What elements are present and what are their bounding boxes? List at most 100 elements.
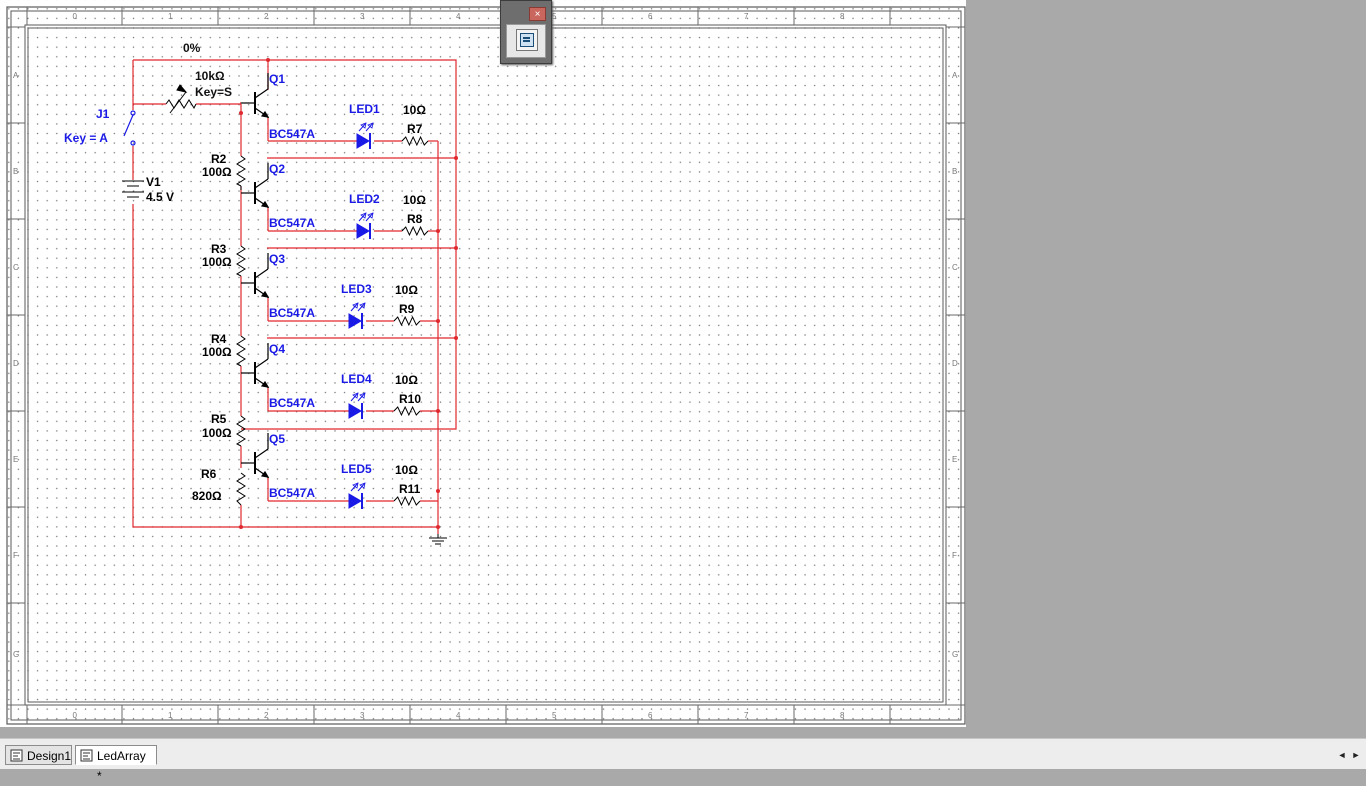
resistor-ref: R11 [399,482,421,496]
ruler-col-bottom: 1 [168,711,173,720]
toolbar-window-button[interactable] [516,29,538,51]
ruler-col-top: 7 [744,12,749,21]
bias-resistor-ref: R6 [201,467,217,481]
transistor-ref: Q4 [269,342,285,356]
ruler-row-right: G [952,650,958,659]
schematic-doc-icon [80,749,93,762]
battery-value: 4.5 V [146,190,174,204]
ruler-row-left: G [13,650,19,659]
resistor-symbol [393,315,421,327]
ruler-row-right: A [952,71,958,80]
switch-key: Key = A [64,131,108,145]
npn-transistor-symbol [241,253,270,298]
transistor-symbols [241,73,270,478]
toolbar-close-button[interactable]: × [529,7,546,21]
transistor-model: BC547A [269,486,315,500]
resistor-symbol [401,225,429,237]
ruler-row-left: E [13,455,18,464]
switch-ref: J1 [96,107,110,121]
ruler-col-bottom: 0 [73,711,78,720]
ruler-col-bottom: 7 [744,711,749,720]
potentiometer-value: 10kΩ [195,69,225,83]
transistor-model: BC547A [269,127,315,141]
floating-toolbar[interactable]: × [500,0,552,64]
tab-ledarray[interactable]: LedArray * [75,745,157,783]
battery-ref: V1 [146,175,161,189]
resistor-value: 10Ω [395,283,418,297]
ruler-row-left: C [13,263,19,272]
ruler-row-right: B [952,167,957,176]
ruler-row-left: F [13,551,18,560]
ruler-row-left: D [13,359,19,368]
led-ref: LED1 [349,102,380,116]
ruler-col-top: 3 [360,12,365,21]
schematic-doc-icon [10,749,23,762]
circuit: 0% 10kΩ Key=S J1 Key = A V1 4.5 V Q1BC54… [64,41,458,545]
npn-transistor-symbol [241,163,270,208]
resistor-symbol [401,135,429,147]
bias-resistor-value: 100Ω [202,165,232,179]
ruler-row-left: B [13,167,18,176]
bias-resistor-ref: R3 [211,242,227,256]
ruler-col-bottom: 8 [840,711,845,720]
ground-symbol [429,534,447,545]
potentiometer-key: Key=S [195,85,232,99]
bias-resistor-value: 820Ω [192,489,222,503]
led-ref: LED3 [341,282,372,296]
toolbar-body [506,24,546,58]
resistor-value: 10Ω [403,103,426,117]
bias-resistor-value: 100Ω [202,345,232,359]
led-symbol [356,122,374,149]
ruler-col-bottom: 6 [648,711,653,720]
ruler-row-right: F [952,551,957,560]
led-symbol [348,482,366,509]
resistor-symbol [393,495,421,507]
transistor-model: BC547A [269,306,315,320]
bias-resistor-value: 100Ω [202,255,232,269]
resistor-ref: R10 [399,392,421,406]
ruler-col-top: 8 [840,12,845,21]
resistor-value: 10Ω [395,463,418,477]
npn-transistor-symbol [241,73,270,118]
switch-j1-symbol[interactable] [123,110,136,146]
bias-resistor-value: 100Ω [202,426,232,440]
transistor-ref: Q1 [269,72,285,86]
resistor-ref: R9 [399,302,415,316]
component-labels: Q1BC547AQ2BC547AQ3BC547AQ4BC547AQ5BC547A… [192,72,426,503]
transistor-model: BC547A [269,216,315,230]
ruler-col-bottom: 2 [264,711,269,720]
potentiometer-symbol [165,84,197,114]
junction-dots [239,58,458,529]
bias-resistor-symbols [235,155,246,506]
ruler-col-bottom: 3 [360,711,365,720]
resistor-value: 10Ω [395,373,418,387]
transistor-ref: Q5 [269,432,285,446]
transistor-ref: Q3 [269,252,285,266]
scroll-left-button[interactable]: ◄ [1337,750,1347,760]
resistor-ref: R8 [407,212,423,226]
led-symbols [348,122,374,509]
led-symbol [356,212,374,239]
resistor-symbol [393,405,421,417]
led-ref: LED2 [349,192,380,206]
document-tab-bar: Design1 LedArray * ◄ ► [0,738,1366,783]
battery-v1-symbol [122,180,144,198]
led-ref: LED5 [341,462,372,476]
scroll-right-button[interactable]: ► [1351,750,1361,760]
bias-resistor-ref: R2 [211,152,227,166]
wiper-percent-label: 0% [183,41,201,55]
tab-label-design1: Design1 [27,749,72,763]
window-list-icon [520,33,534,47]
ruler-col-bottom: 5 [552,711,557,720]
tab-label-ledarray: LedArray * [97,749,146,783]
resistor-value: 10Ω [403,193,426,207]
bias-resistor-ref: R4 [211,332,227,346]
led-symbol [348,302,366,329]
ruler-col-bottom: 4 [456,711,461,720]
led-ref: LED4 [341,372,372,386]
ruler-col-top: 2 [264,12,269,21]
tab-design1[interactable]: Design1 [5,745,72,765]
ruler-row-right: C [952,263,958,272]
